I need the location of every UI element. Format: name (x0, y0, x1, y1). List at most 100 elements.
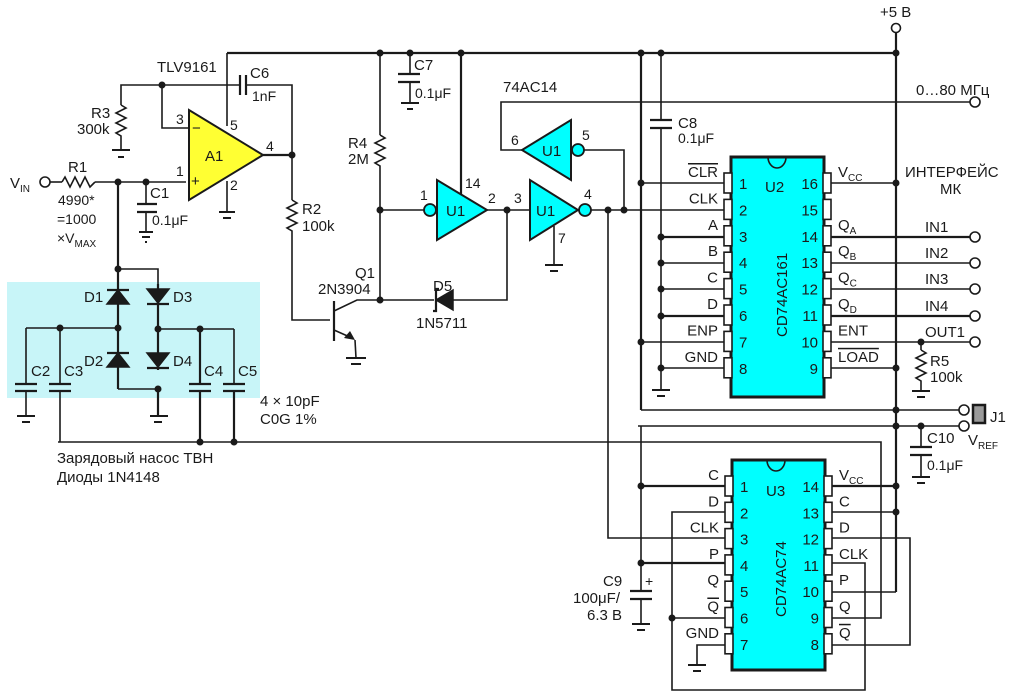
pin-4 (723, 251, 733, 273)
svg-text:ИНТЕРФЕЙС: ИНТЕРФЕЙС (905, 163, 999, 181)
svg-text:0.1μF: 0.1μF (678, 130, 714, 146)
svg-text:IN1: IN1 (925, 219, 948, 236)
pin-label: C (839, 493, 850, 510)
pin-number: 10 (802, 584, 819, 601)
c7-capacitor: C7 0.1μF (398, 53, 451, 110)
r5-resistor (914, 349, 928, 391)
u3-wiring: + C9 100μF/ 6.3 В (58, 210, 911, 691)
svg-text:IN2: IN2 (925, 245, 948, 262)
pin-10 (822, 330, 832, 353)
pin-number: 5 (740, 584, 748, 601)
svg-text:C2: C2 (31, 363, 50, 380)
j1-shunt[interactable] (971, 403, 987, 425)
pin-8 (823, 632, 833, 655)
svg-text:0.1μF: 0.1μF (152, 212, 188, 228)
svg-text:D4: D4 (173, 353, 192, 370)
r4-resistor (373, 134, 387, 300)
pin-number: 6 (740, 611, 748, 628)
svg-text:J1: J1 (990, 409, 1006, 426)
pin-6 (724, 606, 734, 629)
vin-input: VIN R1 4990* =1000 ×VMAX C1 0.1μF (10, 159, 188, 269)
in1-terminal[interactable] (969, 231, 981, 243)
svg-text:7: 7 (558, 230, 566, 246)
j1-pin-2[interactable] (958, 420, 970, 432)
svg-text:U1: U1 (446, 203, 465, 220)
svg-text:R5: R5 (930, 353, 949, 370)
svg-text:IN4: IN4 (925, 298, 948, 315)
pin-number: 9 (810, 361, 818, 378)
pin-5 (724, 580, 734, 603)
svg-text:U3: U3 (766, 483, 785, 500)
pin-label: QC (838, 270, 857, 290)
j1-jumper: J1 C10 0.1μF VREF (638, 403, 1006, 484)
svg-text:C3: C3 (64, 363, 83, 380)
pin-number: 14 (801, 229, 818, 246)
svg-text:VREF: VREF (968, 432, 998, 452)
in3-terminal[interactable] (969, 283, 981, 295)
pin-label: QA (838, 217, 857, 237)
charge-pump-region (7, 282, 260, 398)
pin-label: D (839, 520, 850, 537)
svg-text:14: 14 (465, 175, 481, 191)
pin-7 (723, 330, 733, 353)
svg-text:IN3: IN3 (925, 271, 948, 288)
pin-1 (724, 475, 734, 497)
svg-text:0.1μF: 0.1μF (415, 85, 451, 101)
pin-15 (822, 198, 832, 221)
svg-text:C6: C6 (250, 65, 269, 82)
svg-text:1nF: 1nF (252, 88, 276, 104)
mcu-interface: ИНТЕРФЕЙС МК IN1 IN2 IN3 IN4 OUT1 (905, 163, 999, 348)
out1-terminal[interactable] (969, 336, 981, 348)
vin-terminal[interactable] (39, 176, 51, 188)
pin-3 (723, 225, 733, 247)
freq-output-terminal[interactable] (969, 96, 981, 108)
pin-2 (723, 198, 733, 221)
svg-text:C4: C4 (204, 363, 223, 380)
pin-13 (823, 501, 833, 524)
svg-text:VIN: VIN (10, 175, 30, 195)
pin-12 (822, 277, 832, 300)
svg-text:5: 5 (582, 127, 590, 143)
pin-number: 4 (739, 255, 747, 272)
pin-number: 14 (802, 479, 819, 496)
svg-text:D3: D3 (173, 289, 192, 306)
svg-text:1: 1 (420, 187, 428, 203)
pin-number: 12 (801, 282, 818, 299)
svg-text:300k: 300k (77, 121, 110, 138)
pin-9 (822, 356, 832, 379)
svg-text:CD74AC74: CD74AC74 (773, 541, 790, 617)
svg-text:C10: C10 (927, 430, 955, 447)
svg-text:МК: МК (940, 181, 961, 198)
pin-label: CLK (690, 520, 719, 537)
pin-number: 13 (802, 505, 819, 522)
pin-label: C (708, 467, 719, 484)
svg-text:CD74AC161: CD74AC161 (774, 253, 791, 337)
u3-pins: 1C2D3CLK4P5Q6Q7GND14VCC13C12D11CLK10P9Q8… (686, 467, 868, 655)
ic-u2-cd74ac161: U2 CD74AC161 (729, 155, 826, 399)
svg-text:R3: R3 (91, 105, 110, 122)
svg-text:R2: R2 (302, 201, 321, 218)
pin-14 (823, 475, 833, 497)
pin-label: VCC (839, 467, 863, 487)
vplus-terminal[interactable] (890, 22, 902, 34)
in4-terminal[interactable] (969, 310, 981, 322)
pin-number: 9 (811, 611, 819, 628)
svg-text:D1: D1 (84, 289, 103, 306)
pin-number: 3 (740, 532, 748, 549)
svg-text:6: 6 (511, 132, 519, 148)
in2-terminal[interactable] (969, 257, 981, 269)
inverters-u1: 74AC14 U1 1 2 14 U1 3 4 7 U1 6 5 (380, 53, 970, 272)
pin-label: CLR (688, 164, 718, 181)
svg-text:74AC14: 74AC14 (503, 79, 557, 96)
pin-9 (823, 606, 833, 629)
pin-5 (723, 277, 733, 300)
pin-label: VCC (838, 164, 862, 184)
svg-text:A1: A1 (205, 148, 223, 165)
svg-text:4990*: 4990* (58, 192, 95, 208)
pin-label: GND (685, 349, 719, 366)
pin-number: 7 (739, 334, 747, 351)
j1-pin-1[interactable] (958, 404, 970, 416)
pin-number: 10 (801, 334, 818, 351)
svg-text:U2: U2 (765, 179, 784, 196)
